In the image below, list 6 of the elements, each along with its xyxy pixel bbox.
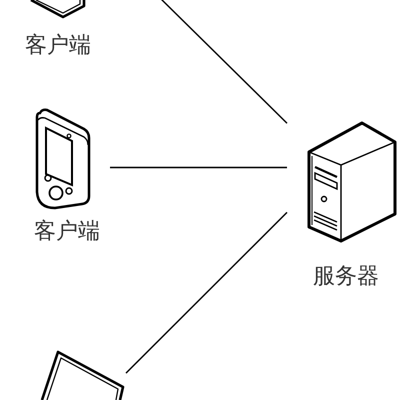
connector-line: [126, 212, 288, 374]
device-label: 客户端: [25, 34, 91, 58]
device-label: 客户端: [34, 220, 100, 244]
connector-line: [158, 0, 288, 124]
device-label: 服务器: [313, 265, 379, 289]
connector-line: [110, 166, 287, 168]
